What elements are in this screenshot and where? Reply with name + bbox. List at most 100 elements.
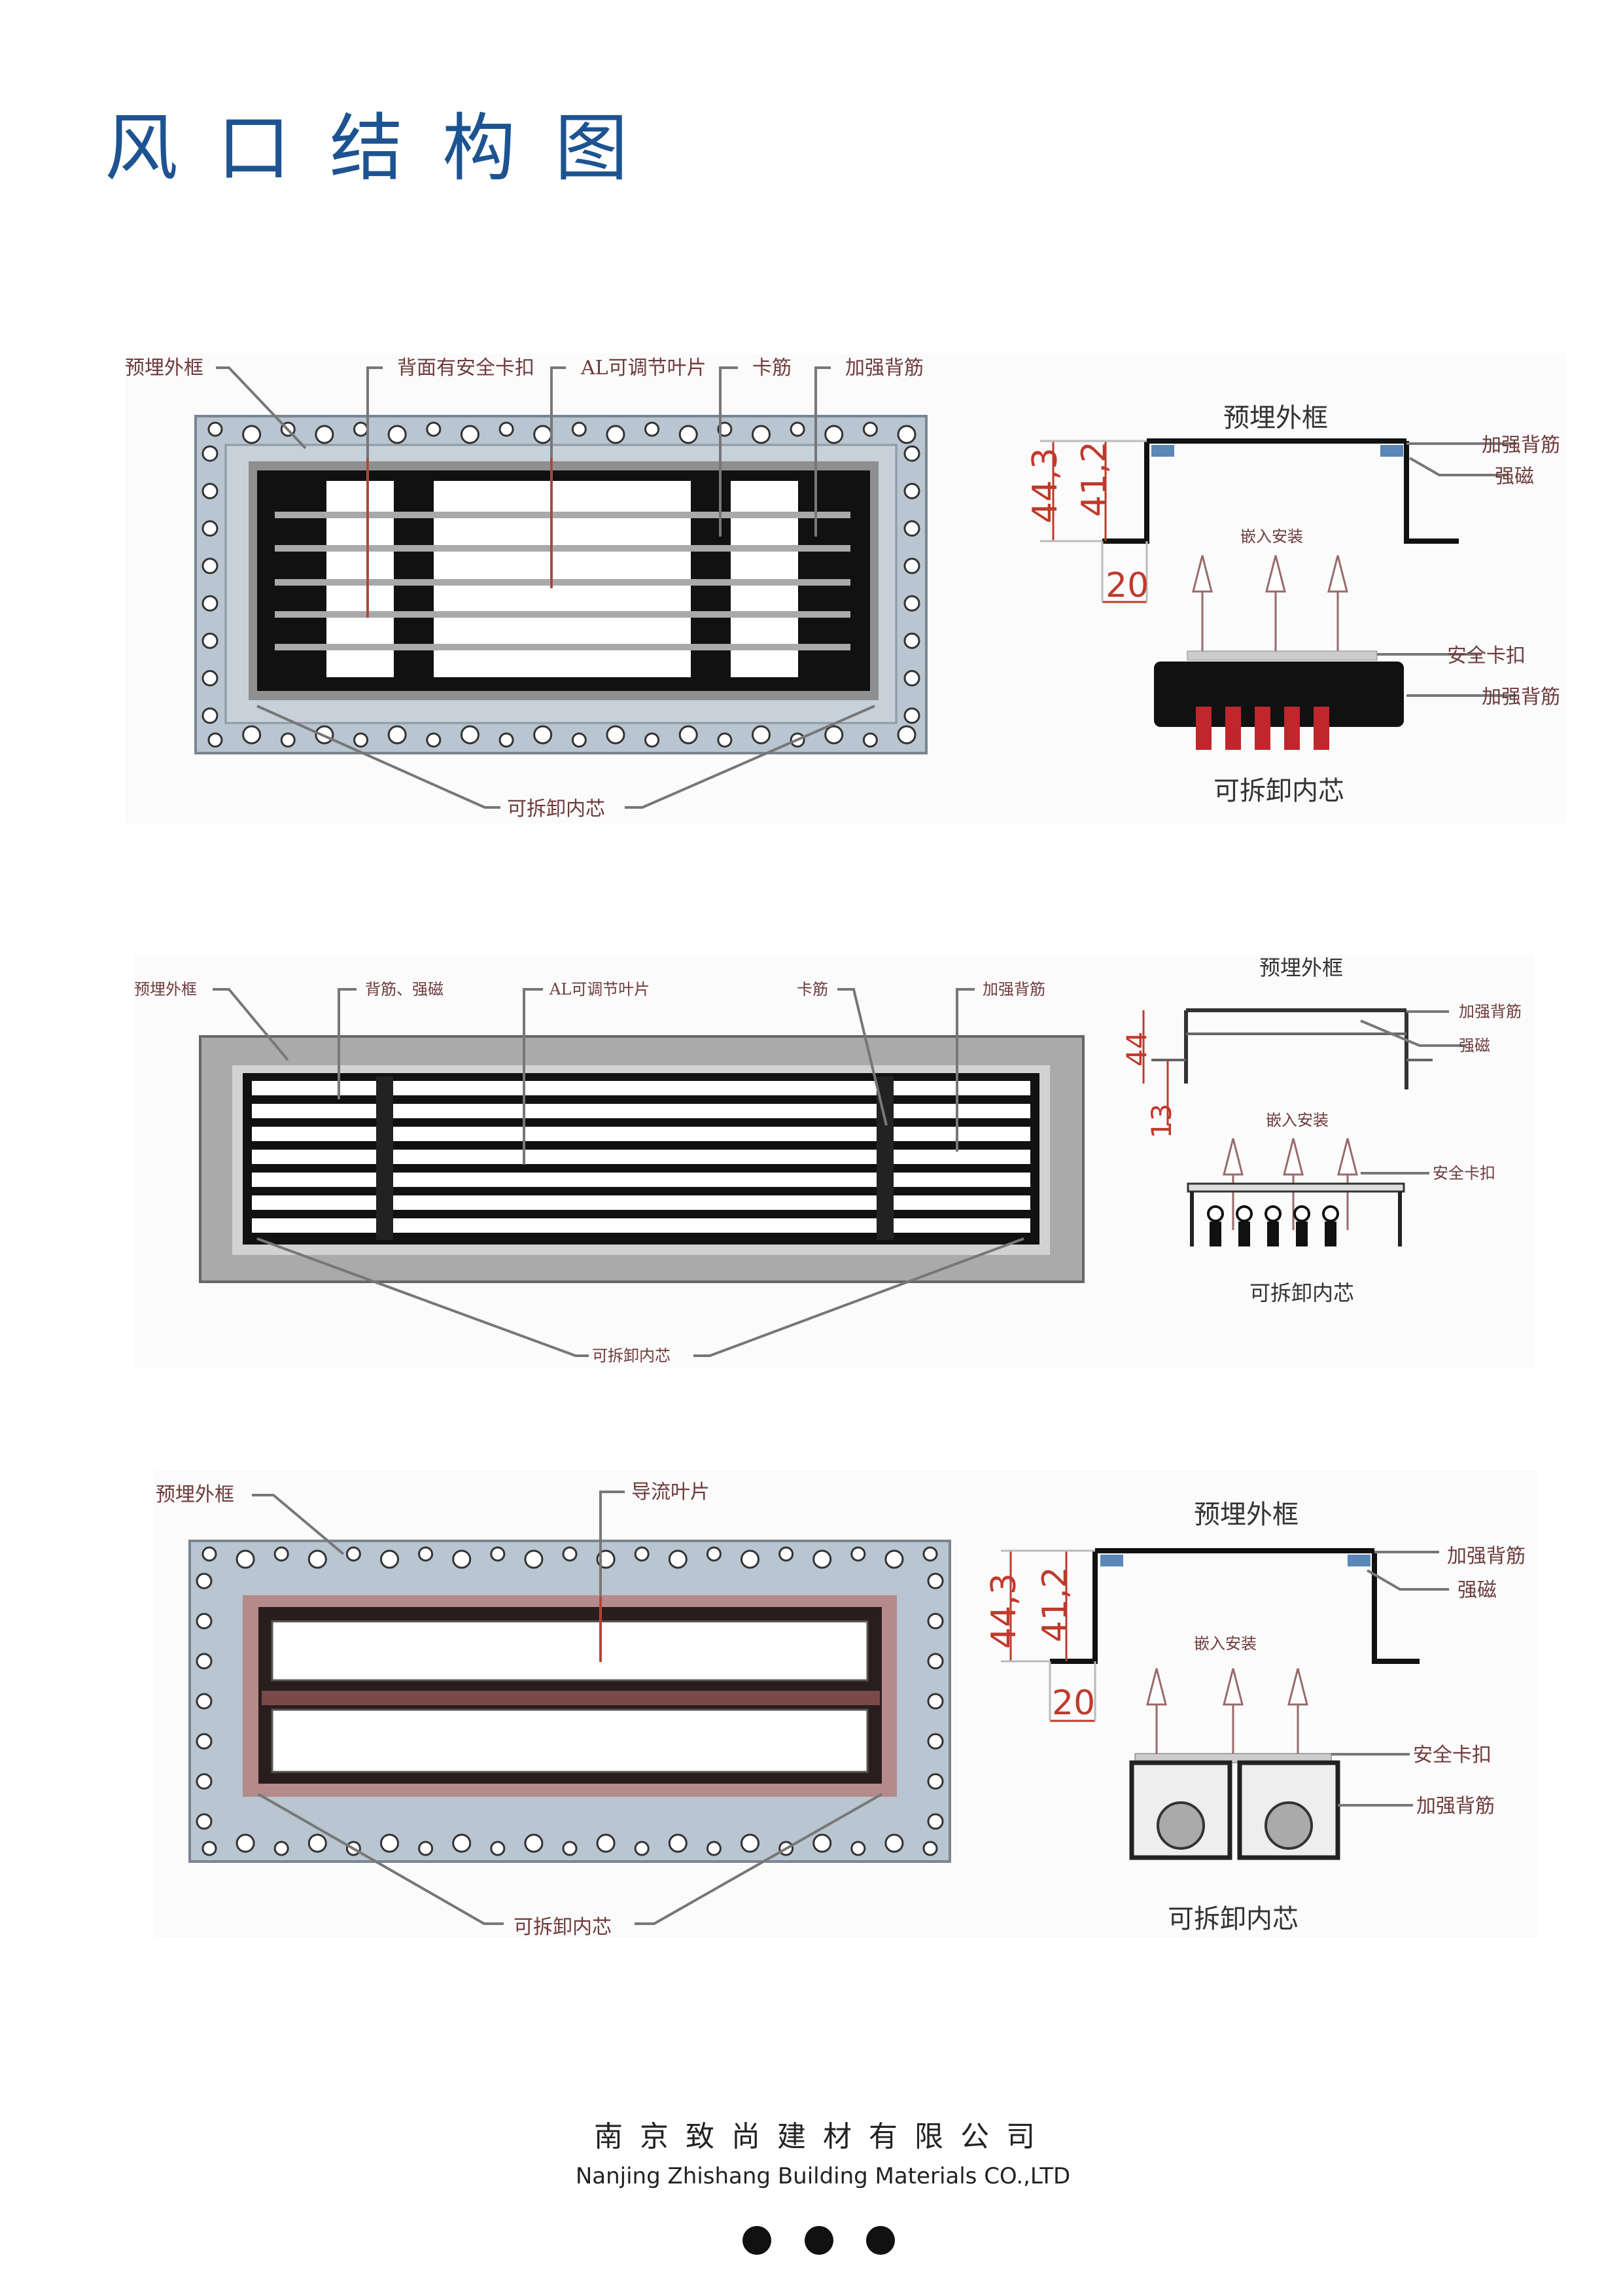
grille-front-view-3 — [188, 1540, 951, 1863]
frame-hole — [242, 725, 262, 745]
grille-front-view-2 — [199, 1035, 1085, 1283]
frame-hole — [236, 1549, 255, 1569]
frame-hole — [201, 707, 218, 724]
label-clip: 安全卡扣 — [1447, 645, 1526, 667]
frame-hole — [790, 421, 805, 437]
frame-hole — [380, 1549, 399, 1569]
frame-hole — [490, 1546, 506, 1562]
frame-hole — [927, 1572, 944, 1589]
label-rib: 卡筋 — [797, 980, 828, 998]
frame-hole — [418, 1546, 434, 1562]
frame-hole — [498, 421, 514, 437]
label-back-rib: 加强背筋 — [1447, 1545, 1526, 1568]
install-arrow — [1327, 555, 1348, 654]
frame-hole — [380, 1833, 399, 1853]
blade — [275, 512, 850, 518]
frame-hole — [903, 520, 920, 537]
frame-hole — [562, 1841, 578, 1856]
frame-hole — [596, 1833, 616, 1853]
label-blade: AL可调节叶片 — [549, 980, 650, 998]
frame-hole — [307, 1833, 327, 1853]
frame-hole — [353, 421, 369, 437]
blade-slot — [252, 1218, 1030, 1233]
section-profile-3: 预埋外框 44,3 41,2 20 嵌入安装 加强背筋 强磁 安全卡扣 加强背筋… — [985, 1500, 1526, 1934]
section-1: 预埋外框 背面有安全卡扣 AL可调节叶片 卡筋 加强背筋 可拆卸内芯 预埋外框 … — [125, 353, 1565, 823]
label-core: 可拆卸内芯 — [592, 1347, 671, 1365]
blade-slot — [252, 1081, 1030, 1095]
clip-rib — [877, 1076, 894, 1240]
frame-hole — [741, 1549, 759, 1569]
fin — [1284, 707, 1300, 750]
frame-hole — [242, 425, 262, 444]
frame-hole — [345, 1546, 361, 1562]
frame-hole — [927, 1773, 944, 1790]
company-name-en: Nanjing Zhishang Building Materials CO.,… — [576, 2163, 1070, 2189]
install-label: 嵌入安装 — [1266, 1111, 1329, 1129]
fin-pivot — [1207, 1205, 1224, 1222]
core-title: 可拆卸内芯 — [1168, 1904, 1299, 1934]
frame-hole — [862, 732, 878, 748]
install-arrows — [1146, 1668, 1308, 1757]
label-frame: 预埋外框 — [125, 357, 203, 380]
frame-hole — [812, 1833, 832, 1853]
frame-hole — [273, 1841, 289, 1856]
profile-title: 预埋外框 — [1194, 1500, 1299, 1530]
frame-hole — [824, 425, 844, 444]
frame-hole — [706, 1841, 722, 1856]
frame-hole — [903, 595, 920, 612]
label-back-rib: 加强背筋 — [983, 980, 1045, 998]
frame-hole — [201, 670, 218, 687]
profile-title: 预埋外框 — [1259, 955, 1343, 980]
install-arrow — [1223, 1668, 1244, 1757]
blade — [275, 644, 850, 650]
install-arrows — [1192, 555, 1348, 654]
frame-hole — [668, 1833, 688, 1853]
core-fins — [1196, 707, 1329, 750]
frame-hole — [751, 725, 771, 745]
frame-hole — [426, 421, 442, 437]
install-arrow — [1192, 555, 1213, 654]
install-arrow — [1146, 1668, 1167, 1757]
frame-hole — [533, 725, 553, 745]
label-blade: AL可调节叶片 — [580, 357, 707, 380]
label-back-rib-2: 加强背筋 — [1416, 1795, 1495, 1818]
frame-hole — [196, 1773, 213, 1790]
label-frame: 预埋外框 — [134, 980, 197, 998]
page-dot — [866, 2226, 895, 2255]
frame-holes — [196, 1546, 944, 1856]
frame-hole — [387, 725, 407, 745]
fin-pivot — [1322, 1205, 1339, 1222]
install-arrow — [1287, 1668, 1308, 1757]
adjustable-blades — [275, 512, 850, 650]
frame-hole — [353, 732, 369, 748]
fin — [1196, 707, 1212, 750]
frame-hole — [812, 1549, 832, 1569]
frame-hole — [606, 425, 625, 444]
frame-hole — [426, 732, 442, 748]
core-fins — [1207, 1205, 1339, 1246]
install-arrow — [1265, 555, 1286, 654]
install-label: 嵌入安装 — [1240, 527, 1303, 546]
frame-hole — [315, 425, 334, 444]
frame-hole — [884, 1549, 904, 1569]
frame-hole — [201, 520, 218, 537]
frame-hole — [903, 445, 920, 462]
section-3: 预埋外框 导流叶片 可拆卸内芯 预埋外框 44,3 41,2 20 嵌入安装 加… — [154, 1470, 1537, 1939]
frame-hole — [903, 670, 920, 687]
frame-hole — [201, 632, 218, 649]
fin — [1238, 1222, 1250, 1246]
frame-hole — [678, 425, 698, 444]
frame-hole — [201, 445, 218, 462]
section-profile-1: 预埋外框 44,3 41,2 20 嵌入安装 加强背筋 强磁 安全卡扣 加强背筋… — [1026, 403, 1560, 806]
frame-hole — [201, 1546, 217, 1562]
core-title: 可拆卸内芯 — [1249, 1280, 1354, 1305]
frame-hole — [778, 1546, 794, 1562]
label-back-rib-2: 加强背筋 — [1482, 686, 1560, 709]
dim-20: 20 — [1106, 566, 1149, 605]
profile-title: 预埋外框 — [1223, 403, 1328, 433]
frame-hole — [927, 1733, 944, 1750]
company-name-cn: 南京致尚建材有限公司 — [594, 2120, 1052, 2153]
label-guide-blade: 导流叶片 — [631, 1481, 710, 1504]
page-dot — [805, 2226, 833, 2255]
blade-slot — [252, 1173, 1030, 1187]
